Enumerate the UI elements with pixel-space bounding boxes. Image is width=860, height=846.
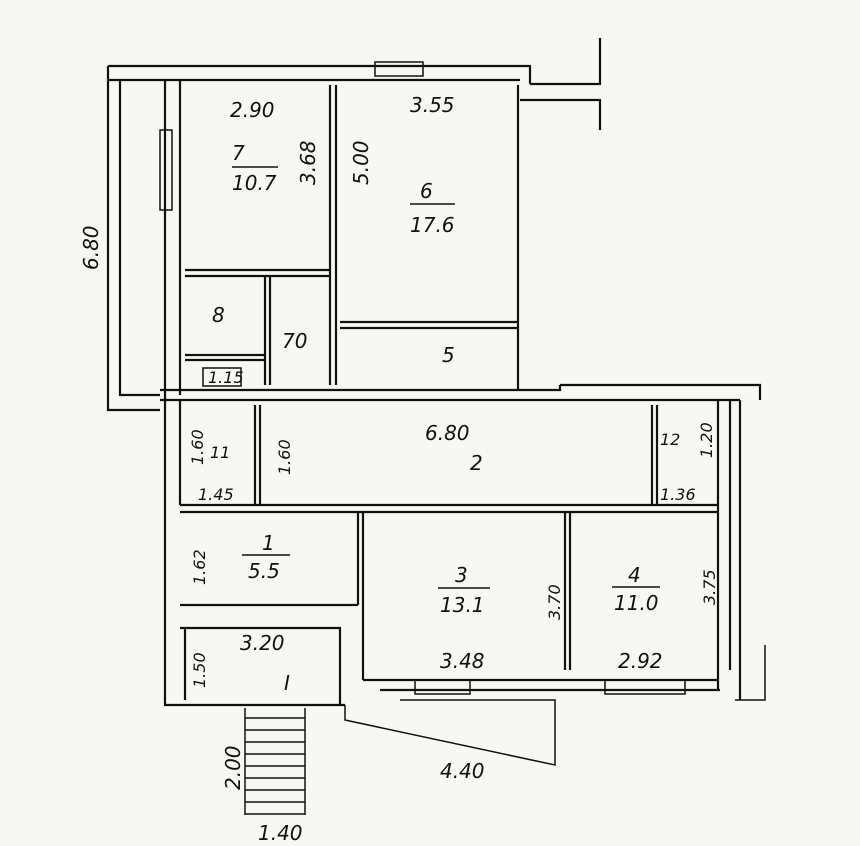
room-I-number: I xyxy=(284,671,290,695)
dim-room6-height: 5.00 xyxy=(349,140,373,185)
dim-room6-width: 3.55 xyxy=(410,93,455,117)
dim-stairs-width: 1.40 xyxy=(258,821,303,845)
window-room4 xyxy=(604,679,686,695)
room-12-number: 12 xyxy=(660,430,680,449)
room-1-area: 5.5 xyxy=(248,559,280,583)
window-top xyxy=(374,61,424,77)
dim-room3-width: 3.48 xyxy=(440,649,485,673)
dim-stairs-length: 2.00 xyxy=(221,745,245,790)
bath-fixture xyxy=(202,367,242,387)
dim-room4-height: 3.75 xyxy=(700,569,719,605)
window-left xyxy=(159,129,173,211)
walls: 1.15 xyxy=(106,38,766,815)
dim-left-total: 6.80 xyxy=(79,225,103,270)
room-3-number: 3 xyxy=(455,563,468,587)
dim-room11-height-2: 1.60 xyxy=(275,439,294,475)
dim-corridor: 6.80 xyxy=(425,421,470,445)
dim-closet: 1.15 xyxy=(208,368,244,387)
room-labels: 7 10.7 6 17.6 8 5 2 11 12 1 5.5 3 13.1 4… xyxy=(210,141,680,695)
dim-room8: 70 xyxy=(282,329,307,353)
dim-porch: 4.40 xyxy=(440,759,485,783)
room-3-area: 13.1 xyxy=(440,593,485,617)
stairs xyxy=(244,708,306,815)
dim-room7-width: 2.90 xyxy=(230,98,275,122)
dimension-labels: 2.90 3.55 3.68 5.00 6.80 70 6.80 1.60 1.… xyxy=(79,93,719,845)
room-1-number: 1 xyxy=(262,531,275,555)
dim-entry-height: 1.50 xyxy=(190,652,209,688)
room-2-number: 2 xyxy=(470,451,483,475)
room-8-number: 8 xyxy=(212,303,225,327)
room-6-area: 17.6 xyxy=(410,213,455,237)
dim-room11-height: 1.60 xyxy=(188,429,207,465)
room-7-area: 10.7 xyxy=(232,171,277,195)
dim-room12-height: 1.20 xyxy=(697,422,716,458)
dim-room1-height: 1.62 xyxy=(190,549,209,585)
room-7-number: 7 xyxy=(232,141,245,165)
room-5-number: 5 xyxy=(442,343,455,367)
dim-room3-height: 3.70 xyxy=(545,584,564,620)
room-6-number: 6 xyxy=(420,179,433,203)
window-room3 xyxy=(414,679,471,695)
dim-room4-width: 2.92 xyxy=(618,649,663,673)
dim-room7-height: 3.68 xyxy=(296,140,320,185)
dim-room11-width: 1.45 xyxy=(198,485,234,504)
dim-room12-width: 1.36 xyxy=(660,485,696,504)
room-11-number: 11 xyxy=(210,443,230,462)
room-4-number: 4 xyxy=(628,563,641,587)
dim-entry-width: 3.20 xyxy=(240,631,285,655)
room-4-area: 11.0 xyxy=(614,591,659,615)
